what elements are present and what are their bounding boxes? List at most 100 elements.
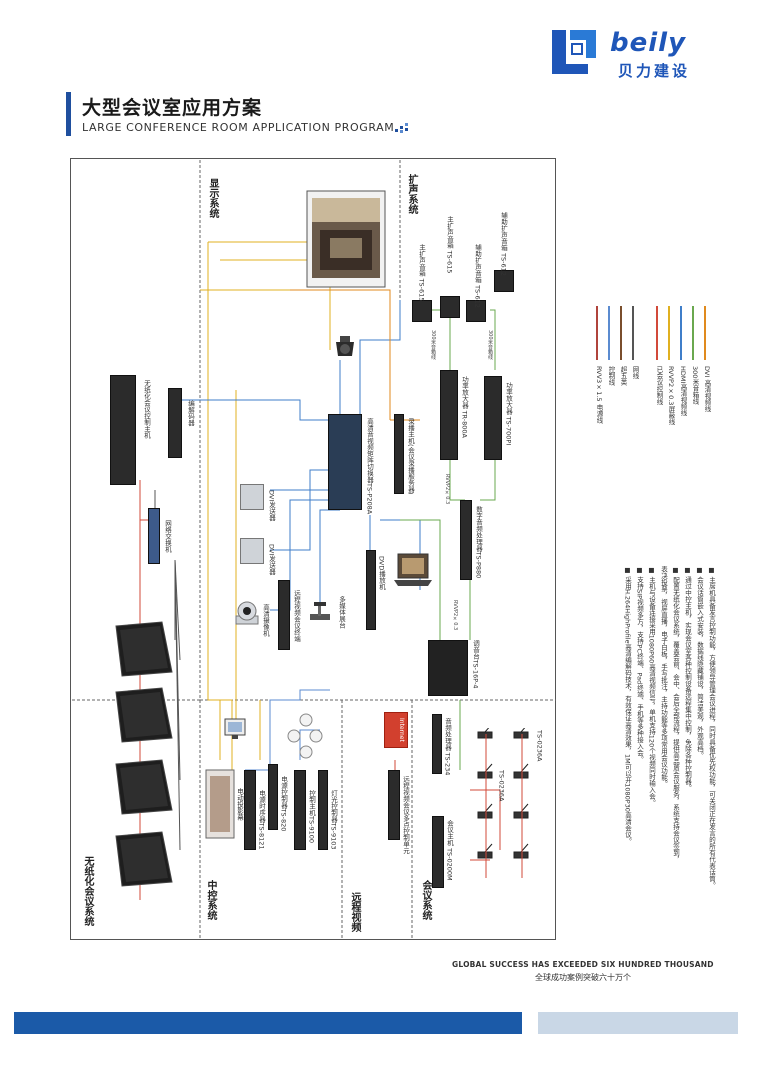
internet-badge: Internet xyxy=(384,712,408,748)
note-item: ■ 主机与设备连接采用1080P60高清视频信号，单机支持120个视频同时输入会… xyxy=(647,566,656,806)
video-conf-terminal-label: 远程视频会议终端 xyxy=(292,590,301,642)
dvd-player-label: DVD播放机 xyxy=(377,556,386,590)
legend-label: 控制线 xyxy=(607,366,615,386)
legend-swatch xyxy=(704,306,706,360)
note-item: ■ 通过中控主机，实现会议室各种控制设备远程集中控制，免除各种控制器。 xyxy=(683,566,692,791)
laptop-icon xyxy=(394,553,432,586)
legend-swatch xyxy=(668,306,670,360)
encoder-label: 编解码器 xyxy=(186,400,195,426)
speaker-aux-label: 辅助扩声音箱 TS-612 xyxy=(499,212,508,276)
zone-label-central: 中控系统 xyxy=(205,880,216,920)
feature-notes: ■ 主席机具备发言控制功能，方便领导管理会议进程，同时具备优先权功能，可关闭正在… xyxy=(580,566,720,936)
legend-swatch xyxy=(656,306,658,360)
speaker-device xyxy=(466,300,486,322)
cable-label: RVVP2×0.3 xyxy=(444,474,450,505)
paperless-host-device xyxy=(110,375,136,485)
power-sequencer-label: 电源时序器TS-8121 xyxy=(257,790,266,850)
cable-label: RVVP2×0.3 xyxy=(452,600,458,631)
power-amp-label: 功率放大器 TR-800A xyxy=(460,376,469,438)
power-sequencer-device xyxy=(244,770,256,850)
zone-label-pa: 扩声系统 xyxy=(406,174,417,214)
legend-swatch xyxy=(620,306,622,360)
conference-processor-device xyxy=(432,714,442,774)
touch-panel-icon xyxy=(224,718,246,739)
audio-processor-label: 数字音频处理器TS-P880 xyxy=(474,506,483,579)
power-controller-device xyxy=(268,764,278,830)
power-amp-label: 功率放大器 TS-700PI xyxy=(504,382,513,446)
bottom-accent-bar-light xyxy=(538,1012,738,1034)
speaker-aux-label: 辅助扩声音箱 TS-612 xyxy=(473,244,482,308)
dots-icon xyxy=(395,123,408,133)
cable-label: 300米音箱线 xyxy=(430,330,436,360)
mic-label: TS-0236A xyxy=(535,730,544,762)
logo-text-en: beily xyxy=(610,28,687,58)
legend-swatch xyxy=(692,306,694,360)
legend-swatch xyxy=(680,306,682,360)
legend-label: 网线 xyxy=(631,366,639,379)
legend-label: RVV3×1.5 电源线 xyxy=(595,366,603,424)
speaker-device xyxy=(494,270,514,292)
speaker-device xyxy=(412,300,432,322)
speaker-main-label: 主扩声音箱 TS-615 xyxy=(445,216,454,274)
dvi-sender-device xyxy=(240,538,264,564)
mcu-device xyxy=(388,770,400,840)
screen-label: 电动投影幕 xyxy=(235,788,244,821)
power-amp-device xyxy=(440,370,458,460)
video-conf-terminal-device xyxy=(278,580,290,650)
note-item: ■ 会议话筒嵌入式安装，数据线隐藏铺设，简洁美观，外观高档。 xyxy=(695,566,704,759)
legend-swatch xyxy=(596,306,598,360)
network-switch-device xyxy=(148,508,160,564)
note-item: 表决投票，视屏直播，电子白板，手写批注，主持功能等多项常用会议功能。 xyxy=(659,566,668,787)
recorder-device xyxy=(394,414,404,494)
audio-processor-device xyxy=(460,500,472,580)
footer-slogan-en: GLOBAL SUCCESS HAS EXCEEDED SIX HUNDRED … xyxy=(452,960,714,969)
zone-label-paperless: 无纸化会议系统 xyxy=(82,856,93,926)
beily-logo-icon xyxy=(552,30,596,74)
central-control-host-label: 控制主机TS-9100 xyxy=(307,790,316,843)
recorder-label: 录播主机(会议录播服务器) xyxy=(406,418,415,495)
light-bulbs-icon xyxy=(287,713,323,759)
legend-label: 已会议控制线 xyxy=(655,366,663,405)
document-camera-label: 多媒体展台 xyxy=(337,596,346,629)
legend-label: 300米音箱线 xyxy=(691,366,699,405)
paperless-terminal-icon xyxy=(115,687,173,743)
note-item: ■ 主席机具备发言控制功能，方便领导管理会议进程，同时具备优先权功能，可关闭正在… xyxy=(707,566,716,889)
legend-swatch xyxy=(632,306,634,360)
audio-mixer-device xyxy=(428,640,468,696)
cable-label: 300米音箱线 xyxy=(487,330,493,360)
document-camera-icon xyxy=(310,602,330,620)
legend-label: DVI 高清视频线 xyxy=(703,366,711,412)
light-controller-device xyxy=(318,770,328,850)
system-diagram-frame xyxy=(70,158,556,940)
conference-host-device xyxy=(432,816,444,888)
speaker-main-label: 主扩声音箱 TS-615 xyxy=(417,244,426,302)
power-controller-label: 电源控制器TS-820 xyxy=(279,776,288,832)
dvi-sender-label: DVI发送器 xyxy=(267,490,276,521)
dvd-player-device xyxy=(366,550,376,630)
light-controller-label: 灯光控制器TS-9103 xyxy=(329,790,338,850)
paperless-terminal-icon xyxy=(115,621,173,677)
dvi-sender-label: DVI发送器 xyxy=(267,544,276,575)
conference-processor-label: 音频处理器 TS-234 xyxy=(443,718,452,776)
mic-label: TS-0236A xyxy=(497,770,506,802)
audio-mixer-label: 调音台TS-16P-4 xyxy=(471,640,480,689)
projector-lift-icon xyxy=(205,769,235,839)
paperless-host-label: 无纸化会议控制主机 xyxy=(142,380,151,439)
legend-label: HDMI高清视频线 xyxy=(679,366,687,416)
zone-label-conference: 会议系统 xyxy=(420,880,431,920)
zone-label-video-conf: 远程视频 xyxy=(349,892,360,932)
page-title: 大型会议室应用方案 xyxy=(82,97,263,119)
title-accent-bar xyxy=(66,92,71,136)
note-item: ■ 采用H.264HighProfile高清编解码技术，有效保证高清效果，1M可… xyxy=(623,566,632,845)
bottom-accent-bar xyxy=(14,1012,522,1034)
mcu-label: 远程视频会议多点控制单元 xyxy=(401,776,410,854)
legend-label: 超五类 xyxy=(619,366,627,386)
page-subtitle: LARGE CONFERENCE ROOM APPLICATION PROGRA… xyxy=(82,121,395,134)
paperless-terminal-icon xyxy=(115,831,173,887)
logo-text-cn: 贝力建设 xyxy=(618,62,691,80)
central-control-host-device xyxy=(294,770,306,850)
paperless-terminal-icon xyxy=(115,759,173,815)
note-item: ■ 配置无纸化会议系统，覆盖会前、会中、会后全部流程，提供高品质会议服务，系统支… xyxy=(671,566,680,863)
zone-label-display: 显示系统 xyxy=(207,178,218,218)
